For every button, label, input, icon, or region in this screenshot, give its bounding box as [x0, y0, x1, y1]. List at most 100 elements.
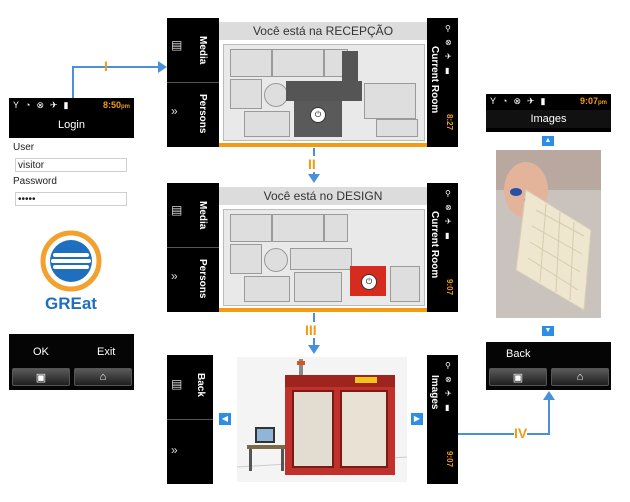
signal-icon: ⚲	[445, 361, 451, 370]
airplane-icon: ✈	[445, 389, 452, 398]
arrow-up-icon	[543, 391, 555, 400]
arrow-down-icon	[308, 345, 320, 354]
gallery-image	[496, 150, 601, 318]
flow-connector	[548, 398, 550, 435]
great-logo-icon	[40, 230, 102, 292]
battery-icon: ▮	[63, 99, 69, 110]
sidebar-divider	[167, 419, 213, 420]
status-time-suffix: pm	[121, 104, 130, 110]
status-bar: Y ◔ ⊗ ✈ ▮ 9:07pm	[486, 94, 611, 108]
design-screen: ▤ Media » Persons Você está no DESIGN ⏻ …	[167, 183, 458, 312]
media-icon[interactable]: ▤	[171, 38, 183, 52]
media-content: ◀ ▶	[213, 355, 427, 484]
images-screen: Y ◔ ⊗ ✈ ▮ 9:07pm Images ▲ ▼ Back ▣ ⌂	[486, 94, 611, 390]
media-button[interactable]: Media	[197, 36, 208, 65]
map-room	[272, 214, 324, 242]
current-room-marker: ⏻	[310, 107, 326, 123]
persons-icon[interactable]: »	[171, 104, 178, 118]
menu-button[interactable]: ▣	[489, 368, 547, 386]
map-room	[230, 79, 262, 109]
floor-map[interactable]: ⏻	[223, 209, 425, 306]
password-label: Password	[13, 176, 57, 187]
flow-connector	[458, 433, 550, 435]
step-label-1: I	[104, 58, 108, 74]
status-icons: ⚲ ⊗ ✈ ▮	[445, 187, 457, 243]
battery-icon: ▮	[445, 66, 450, 75]
design-content: Você está no DESIGN ⏻	[219, 183, 427, 312]
map-room	[376, 119, 418, 137]
menu-icon: ▣	[512, 371, 524, 384]
map-room	[230, 214, 272, 242]
media-icon[interactable]: ▤	[171, 203, 183, 217]
prev-image-button[interactable]: ◀	[219, 413, 231, 425]
scroll-up-button[interactable]: ▲	[542, 136, 554, 146]
status-time: 8:27	[445, 114, 454, 131]
images-title: Images	[486, 110, 611, 128]
status-time: 8:50	[102, 100, 121, 110]
status-icons: ⚲ ⊗ ✈ ▮	[445, 359, 457, 415]
battery-icon: ▮	[445, 403, 450, 412]
left-sidebar: ▤ Media » Persons	[167, 183, 219, 312]
logo-text: GREat	[45, 294, 97, 313]
map-room	[324, 214, 348, 242]
user-input[interactable]: visitor	[15, 158, 127, 172]
signal-icon: Y	[13, 100, 20, 110]
images-content: ▲ ▼	[486, 132, 611, 342]
mute-icon: ⊗	[445, 38, 452, 47]
current-room-button[interactable]: Current Room	[429, 211, 440, 279]
airplane-icon: ✈	[527, 95, 535, 106]
persons-button[interactable]: Persons	[197, 259, 208, 299]
status-icons: ⚲ ⊗ ✈ ▮	[445, 22, 457, 78]
great-logo: GREat	[39, 230, 103, 316]
right-sidebar: Images ⚲ ⊗ ✈ ▮ 9:07	[427, 355, 458, 484]
location-title: Você está na RECEPÇÃO	[219, 22, 427, 40]
next-image-button[interactable]: ▶	[411, 413, 423, 425]
airplane-icon: ✈	[50, 99, 58, 110]
arrow-right-icon	[158, 61, 167, 73]
map-room	[364, 83, 416, 119]
exit-button[interactable]: Exit	[97, 346, 116, 358]
sidebar-divider	[167, 247, 219, 248]
persons-icon[interactable]: »	[171, 269, 178, 283]
map-room	[294, 272, 342, 302]
airplane-icon: ✈	[445, 217, 452, 226]
login-screen: Y ◔ ⊗ ✈ ▮ 8:50pm Login User visitor Pass…	[9, 98, 134, 390]
floor-map[interactable]: ⏻	[223, 44, 425, 141]
map-room	[272, 49, 324, 77]
back-button[interactable]: Back	[506, 348, 531, 360]
flow-connector	[72, 66, 74, 98]
gallery-icon[interactable]: ▤	[171, 377, 183, 391]
back-button[interactable]: Back	[195, 373, 206, 397]
home-button[interactable]: ⌂	[551, 368, 609, 386]
persons-button[interactable]: Persons	[197, 94, 208, 134]
mute-icon: ⊗	[513, 95, 521, 106]
media-button[interactable]: Media	[197, 201, 208, 230]
menu-icon: ▣	[35, 371, 47, 384]
right-sidebar: Current Room ⚲ ⊗ ✈ ▮ 9:07	[427, 183, 458, 312]
login-bottom-bar: OK Exit ▣ ⌂	[9, 334, 134, 390]
orange-accent-bar	[219, 308, 427, 312]
map-room	[264, 248, 288, 272]
mute-icon: ⊗	[445, 375, 452, 384]
reception-content: Você está na RECEPÇÃO ⏻	[219, 18, 427, 147]
signal-icon: Y	[490, 96, 497, 106]
home-button[interactable]: ⌂	[74, 368, 132, 386]
password-input[interactable]: •••••	[15, 192, 127, 206]
map-room	[230, 49, 272, 77]
current-room-button[interactable]: Current Room	[429, 46, 440, 114]
scroll-down-button[interactable]: ▼	[542, 326, 554, 336]
machine-image	[237, 357, 407, 482]
menu-button[interactable]: ▣	[12, 368, 70, 386]
signal-icon: ⚲	[445, 24, 451, 33]
ok-button[interactable]: OK	[33, 346, 49, 358]
orange-accent-bar	[219, 143, 427, 147]
status-icons: Y ◔ ⊗ ✈ ▮	[13, 100, 69, 111]
forward-icon[interactable]: »	[171, 443, 178, 457]
home-icon: ⌂	[576, 371, 584, 383]
images-bottom-bar: Back ▣ ⌂	[486, 342, 611, 390]
images-button[interactable]: Images	[429, 375, 440, 410]
mute-icon: ⊗	[445, 203, 452, 212]
map-room	[244, 111, 290, 137]
airplane-icon: ✈	[445, 52, 452, 61]
current-room-marker: ⏻	[361, 274, 377, 290]
